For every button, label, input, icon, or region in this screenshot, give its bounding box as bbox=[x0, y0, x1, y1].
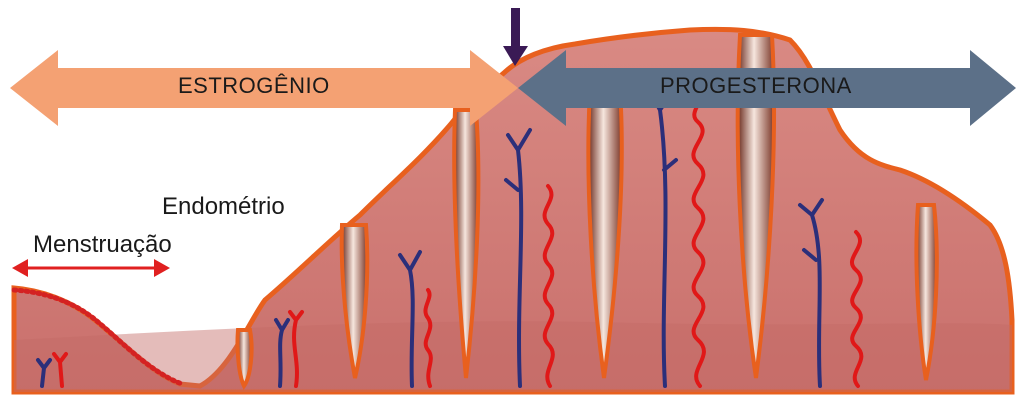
menstruation-range-arrow bbox=[12, 259, 170, 277]
progesterone-label: PROGESTERONA bbox=[660, 73, 852, 99]
endometrium-label: Endométrio bbox=[162, 193, 285, 221]
estrogen-label: ESTROGÊNIO bbox=[178, 73, 330, 99]
menstruation-label: Menstruação bbox=[33, 231, 172, 259]
